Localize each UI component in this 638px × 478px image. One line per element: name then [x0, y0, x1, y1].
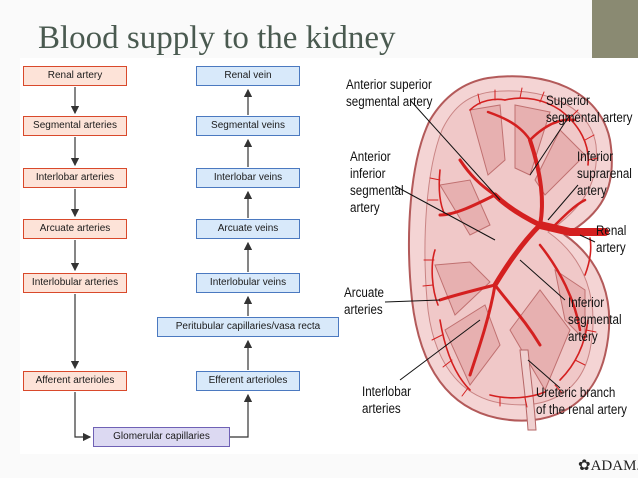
label-renal-artery: Renal artery	[596, 223, 627, 255]
flow-box-arcuate-arteries: Arcuate arteries	[23, 219, 127, 239]
flow-box-arcuate-veins: Arcuate veins	[196, 219, 300, 239]
flow-box-glomerular-capillaries: Glomerular capillaries	[93, 427, 230, 447]
adam-star-icon: ✿	[578, 458, 591, 474]
slide-title: Blood supply to the kidney	[38, 20, 396, 56]
label-ureteric-branch: Ureteric branch of the renal artery	[536, 385, 627, 417]
label-inferior-segmental-artery: Inferior segmental artery	[568, 295, 622, 344]
flow-box-renal-vein: Renal vein	[196, 66, 300, 86]
label-anterior-superior-segmental-artery: Anterior superior segmental artery	[346, 77, 433, 109]
flow-box-interlobular-arteries: Interlobular arteries	[23, 273, 127, 293]
flow-box-segmental-arteries: Segmental arteries	[23, 116, 127, 136]
label-superior-segmental-artery: Superior segmental artery	[546, 93, 633, 125]
label-anterior-inferior-segmental-artery: Anterior inferior segmental artery	[350, 149, 404, 215]
flow-box-renal-artery: Renal artery	[23, 66, 127, 86]
adam-credit-logo: ✿ADAM.	[578, 456, 638, 475]
label-inferior-suprarenal-artery: Inferior suprarenal artery	[577, 149, 632, 198]
label-arcuate-arteries: Arcuate arteries	[344, 285, 385, 317]
flow-box-afferent-arterioles: Afferent arterioles	[23, 371, 127, 391]
flow-box-interlobar-arteries: Interlobar arteries	[23, 168, 127, 188]
flow-box-efferent-arterioles: Efferent arterioles	[196, 371, 300, 391]
flow-box-segmental-veins: Segmental veins	[196, 116, 300, 136]
flow-box-interlobar-veins: Interlobar veins	[196, 168, 300, 188]
flow-box-peritubular-capillaries: Peritubular capillaries/vasa recta	[157, 317, 339, 337]
flow-box-interlobular-veins: Interlobular veins	[196, 273, 300, 293]
adam-credit-text: ADAM.	[590, 458, 638, 474]
label-interlobar-arteries: Interlobar arteries	[362, 384, 412, 416]
